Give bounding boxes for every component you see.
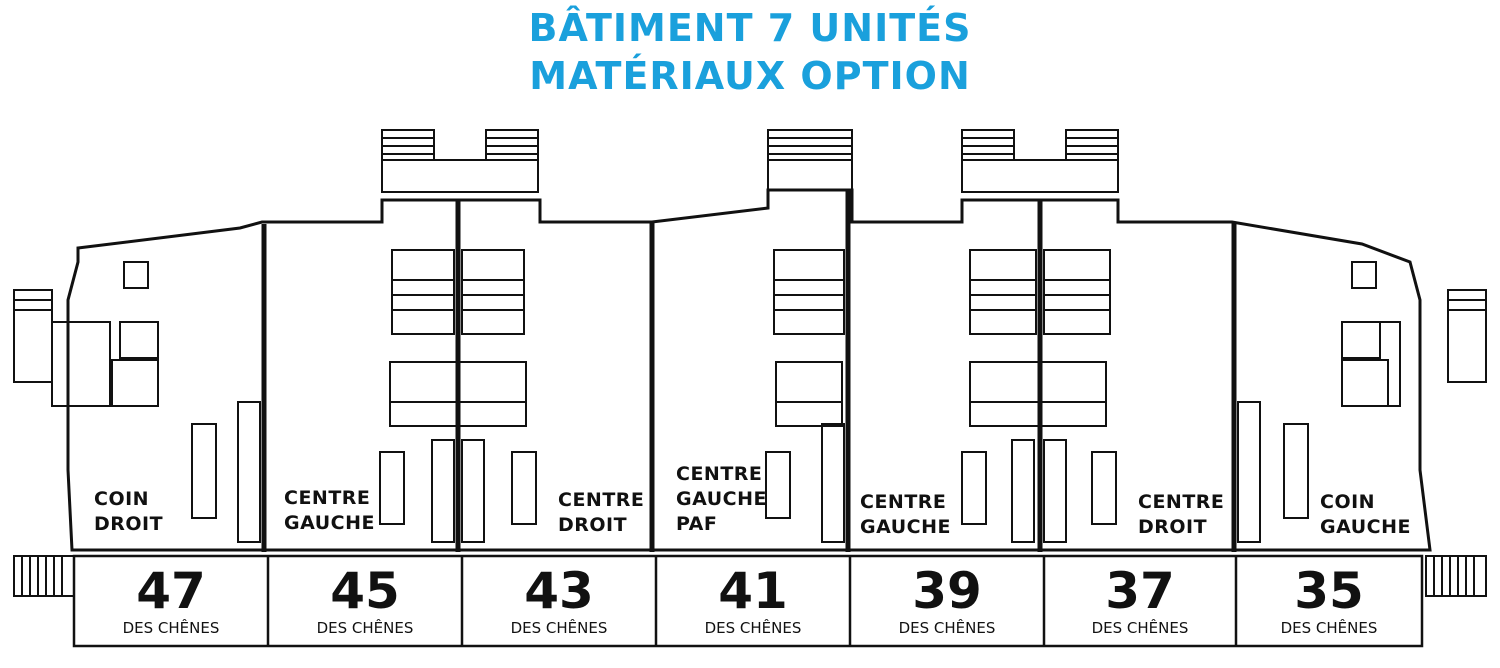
building-outline [66,188,1432,552]
unit-type-line1: CENTRE [284,487,371,509]
unit-47-label: COIN DROIT [94,487,163,537]
unit-45-address: 45 DES CHÊNES [268,560,462,644]
front-steps [13,555,1487,597]
unit-47-address: 47 DES CHÊNES [74,560,268,644]
street-name: DES CHÊNES [1280,619,1378,637]
street-name: DES CHÊNES [122,619,220,637]
unit-41-address: 41 DES CHÊNES [656,560,850,644]
unit-43-label: CENTRE DROIT [558,488,644,538]
unit-type-line1: CENTRE [558,489,645,511]
unit-43-address: 43 DES CHÊNES [462,560,656,644]
unit-type-line1: CENTRE [1138,491,1225,513]
powder-room [389,361,1107,427]
kitchen-island [191,423,1309,525]
unit-37-address: 37 DES CHÊNES [1044,560,1236,644]
civic-number: 41 [718,562,788,620]
unit-type-line2: DROIT [558,514,628,536]
civic-number: 45 [330,562,400,620]
unit-35-label: COIN GAUCHE [1320,490,1411,540]
civic-number: 43 [524,562,594,620]
street-name: DES CHÊNES [704,619,802,637]
interior-stairs [391,249,1111,335]
unit-type-line1: COIN [94,488,150,510]
civic-number: 47 [136,562,206,620]
unit-35-address: 35 DES CHÊNES [1236,560,1422,644]
building-title: BÂTIMENT 7 UNITÉS [528,6,972,50]
street-name: DES CHÊNES [898,619,996,637]
unit-type-line2: GAUCHE [284,512,375,534]
unit-type-line1: CENTRE [676,463,763,485]
materials-subtitle: MATÉRIAUX OPTION [529,54,971,98]
unit-45-label: CENTRE GAUCHE [284,486,375,536]
street-name: DES CHÊNES [510,619,608,637]
unit-39-label: CENTRE GAUCHE [860,490,951,540]
unit-type-line2: GAUCHE [1320,516,1411,538]
civic-number: 37 [1105,562,1175,620]
side-balcony [13,289,1487,383]
unit-type-line1: CENTRE [860,491,947,513]
unit-37-label: CENTRE DROIT [1138,490,1224,540]
civic-number: 39 [912,562,982,620]
unit-type-line2: GAUCHE [676,488,767,510]
street-name: DES CHÊNES [316,619,414,637]
unit-41-label: CENTRE GAUCHE PAF [676,462,767,537]
kitchen-counter [237,401,1261,543]
unit-type-line2: GAUCHE [860,516,951,538]
street-name: DES CHÊNES [1091,619,1189,637]
unit-type-line2: DROIT [94,513,164,535]
unit-type-line3: PAF [676,513,718,535]
civic-number: 35 [1294,562,1364,620]
unit-type-line1: COIN [1320,491,1376,513]
unit-type-line2: DROIT [1138,516,1208,538]
corner-bathroom [51,261,1401,407]
unit-39-address: 39 DES CHÊNES [850,560,1044,644]
address-strip [72,554,1424,648]
rear-balcony-stairs [381,129,1119,193]
